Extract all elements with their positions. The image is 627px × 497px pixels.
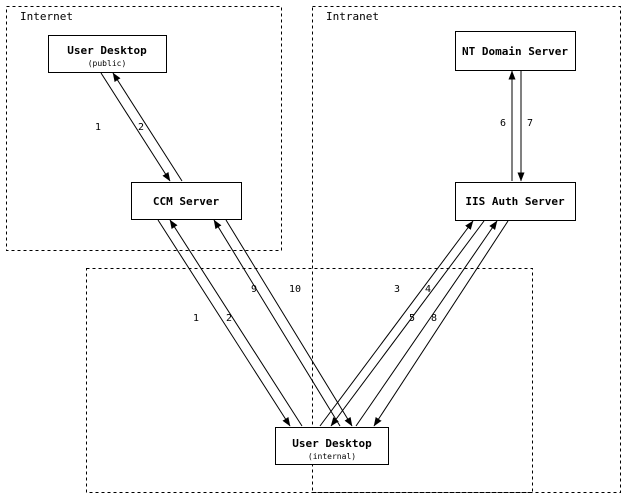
- edge-label-9: 9: [251, 284, 257, 295]
- flows-layer: [100, 70, 525, 427]
- node-user-desktop-public[interactable]: User Desktop (public): [48, 35, 167, 73]
- zone-intranet-boundary: [312, 6, 621, 493]
- node-nt-domain-server-title: NT Domain Server: [462, 45, 568, 58]
- edge-label-5: 5: [409, 313, 415, 324]
- zone-intranet-label: Intranet: [326, 10, 379, 23]
- flow-9-internal-desktop-to-ccm: [213, 219, 341, 427]
- node-user-desktop-public-box[interactable]: [48, 35, 167, 73]
- nodes-layer: User Desktop (public) CCM Server NT Doma…: [48, 31, 576, 465]
- edge-label-8: 8: [431, 313, 437, 324]
- flow-8-iis-to-internal-desktop: [373, 220, 509, 427]
- node-nt-domain-server-box[interactable]: [455, 31, 576, 71]
- flow-2b-internal-desktop-to-ccm: [169, 219, 303, 427]
- edge-label-2-bottom: 2: [226, 313, 232, 324]
- flow-4-iis-to-internal-desktop: [330, 220, 485, 427]
- flow-5-internal-desktop-to-iis: [355, 220, 498, 427]
- node-user-desktop-public-subtitle: (public): [88, 59, 127, 68]
- edge-label-10: 10: [289, 284, 301, 295]
- edge-labels-layer: 1 2 6 7 9 10 1 2 3 4 5 8: [95, 118, 533, 324]
- node-user-desktop-internal-subtitle: (internal): [308, 452, 356, 461]
- node-ccm-server-title: CCM Server: [153, 195, 220, 208]
- flow-1-desktop-to-ccm: [100, 72, 171, 182]
- node-nt-domain-server[interactable]: NT Domain Server: [455, 31, 576, 71]
- edge-label-1-top: 1: [95, 122, 101, 133]
- node-iis-auth-server[interactable]: IIS Auth Server: [455, 182, 576, 221]
- edge-label-2-top: 2: [138, 122, 144, 133]
- edge-label-3: 3: [394, 284, 400, 295]
- node-ccm-server-box[interactable]: [131, 182, 242, 220]
- node-iis-auth-server-box[interactable]: [455, 182, 576, 221]
- node-user-desktop-internal[interactable]: User Desktop (internal): [275, 427, 389, 465]
- flow-2-ccm-to-desktop: [112, 72, 183, 182]
- flow-10-ccm-to-internal-desktop: [225, 219, 353, 427]
- flow-3-internal-desktop-to-iis: [319, 220, 474, 427]
- node-user-desktop-internal-title: User Desktop: [292, 437, 372, 450]
- edge-label-7: 7: [527, 118, 533, 129]
- flow-1b-ccm-to-internal-desktop: [157, 219, 291, 427]
- edge-label-6: 6: [500, 118, 506, 129]
- node-ccm-server[interactable]: CCM Server: [131, 182, 242, 220]
- zone-internal-lan-boundary: [86, 268, 533, 493]
- edge-label-1-bottom: 1: [193, 313, 199, 324]
- zones-layer: Internet Intranet: [6, 6, 621, 493]
- edge-label-4: 4: [425, 284, 431, 295]
- zone-internet-boundary: [6, 6, 282, 251]
- node-iis-auth-server-title: IIS Auth Server: [465, 195, 565, 208]
- node-user-desktop-public-title: User Desktop: [67, 44, 147, 57]
- zone-internet-label: Internet: [20, 10, 73, 23]
- node-user-desktop-internal-box[interactable]: [275, 427, 389, 465]
